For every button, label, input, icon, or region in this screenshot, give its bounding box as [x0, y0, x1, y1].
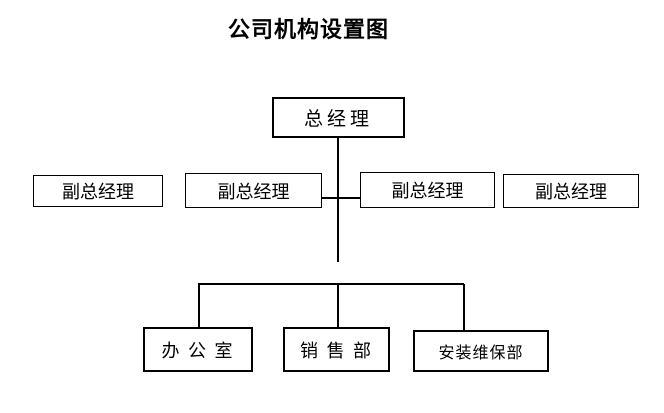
- connector-department-stub-left: [198, 284, 200, 327]
- org-node-installation-maintenance-dept: 安装维保部: [413, 330, 549, 372]
- org-node-deputy-manager-4: 副总经理: [503, 174, 639, 208]
- org-node-office: 办 公 室: [143, 327, 253, 372]
- org-node-sales-dept: 销 售 部: [283, 327, 390, 372]
- org-node-deputy-manager-1: 副总经理: [33, 175, 163, 207]
- connector-departments-horizontal-line: [198, 283, 464, 285]
- connector-department-stub-right: [463, 284, 465, 330]
- org-node-deputy-manager-2: 副总经理: [185, 173, 322, 208]
- org-node-deputy-manager-3: 副总经理: [360, 172, 495, 208]
- connector-deputy-horizontal-line: [322, 197, 360, 199]
- org-node-general-manager: 总经理: [272, 97, 405, 138]
- connector-department-stub-middle: [337, 284, 339, 327]
- connector-root-vertical-line: [337, 138, 339, 262]
- page-title: 公司机构设置图: [228, 17, 390, 42]
